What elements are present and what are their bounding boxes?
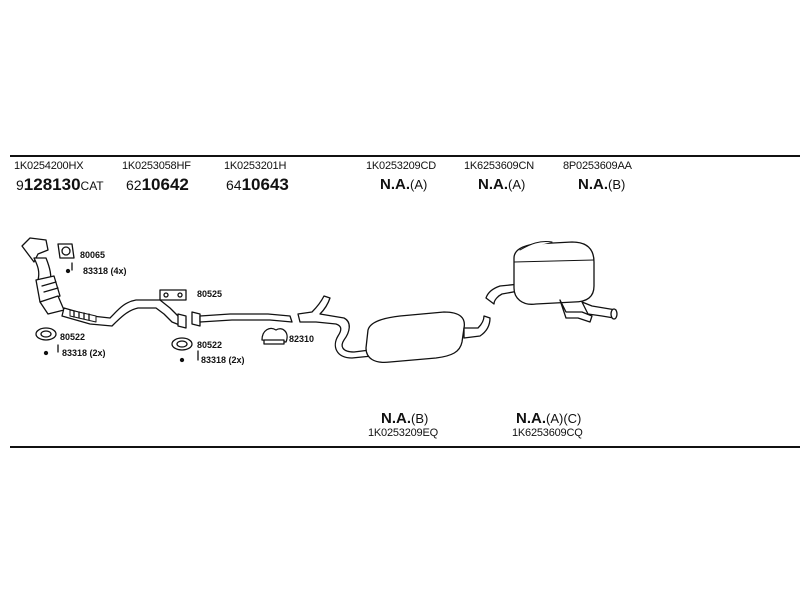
catalog-number-front-pipe: 6210642	[126, 175, 189, 195]
catalog-suffix: CAT	[80, 179, 104, 193]
label-80065: 80065	[80, 250, 106, 260]
variant-label: (B)	[411, 411, 429, 426]
catalog-number: 10642	[141, 175, 189, 194]
na-rear-silencer-b: N.A.(B)	[578, 176, 625, 193]
gasket-80522-a-icon	[35, 327, 57, 341]
part-number-front-pipe: 1K0253058HF	[122, 160, 191, 172]
catalog-number-middle-pipe: 6410643	[226, 175, 289, 195]
bolt-icon	[179, 350, 199, 363]
part-number-rear-silencer-b: 8P0253609AA	[563, 160, 632, 172]
na-label: N.A.	[578, 176, 608, 193]
catalog-prefix: 64	[226, 177, 242, 193]
top-rule	[10, 155, 800, 157]
part-number-centre-silencer-a: 1K0253209CD	[366, 160, 436, 172]
label-80525: 80525	[197, 289, 223, 299]
catalog-number-cat: 9128130CAT	[16, 175, 104, 195]
part-number-rear-silencer-c: 1K6253609CQ	[512, 427, 583, 439]
variant-label: (A)	[410, 177, 428, 192]
part-number-centre-silencer-b: 1K0253209EQ	[368, 427, 438, 439]
label-83318-2x-b: 83318 (2x)	[201, 355, 245, 365]
label-82310: 82310	[289, 334, 315, 344]
bottom-rule	[10, 446, 800, 448]
na-centre-silencer-a: N.A.(A)	[380, 176, 427, 193]
na-rear-silencer-c: N.A.(A)(C)	[516, 410, 581, 427]
na-label: N.A.	[516, 410, 546, 427]
variant-label: (B)	[608, 177, 626, 192]
gasket-80522-b-icon	[171, 337, 193, 351]
centre-silencer	[297, 295, 491, 364]
catalytic-converter	[21, 237, 65, 315]
na-centre-silencer-b: N.A.(B)	[381, 410, 428, 427]
bolt-icon	[43, 344, 59, 356]
middle-pipe	[191, 311, 293, 327]
catalog-prefix: 62	[126, 177, 142, 193]
front-pipe	[61, 299, 187, 329]
rear-silencer	[485, 241, 618, 323]
part-number-cat: 1K0254200HX	[14, 160, 84, 172]
bolt-icon	[65, 262, 73, 274]
part-number-middle-pipe: 1K0253201H	[224, 160, 287, 172]
label-80522-b: 80522	[197, 340, 223, 350]
catalog-number: 10643	[241, 175, 289, 194]
label-80522-a: 80522	[60, 332, 86, 342]
na-label: N.A.	[380, 176, 410, 193]
flange-80525-icon	[159, 289, 187, 301]
label-83318-2x-a: 83318 (2x)	[62, 348, 106, 358]
na-label: N.A.	[478, 176, 508, 193]
na-rear-silencer-a: N.A.(A)	[478, 176, 525, 193]
variant-label: (A)(C)	[546, 411, 582, 426]
na-label: N.A.	[381, 410, 411, 427]
catalog-number: 128130	[23, 175, 81, 194]
variant-label: (A)	[508, 177, 526, 192]
clamp-82310-icon	[261, 327, 288, 345]
gasket-80065-icon	[57, 243, 75, 259]
label-83318-4x: 83318 (4x)	[83, 266, 127, 276]
catalog-prefix: 9	[16, 177, 24, 193]
part-number-rear-silencer-a: 1K6253609CN	[464, 160, 534, 172]
